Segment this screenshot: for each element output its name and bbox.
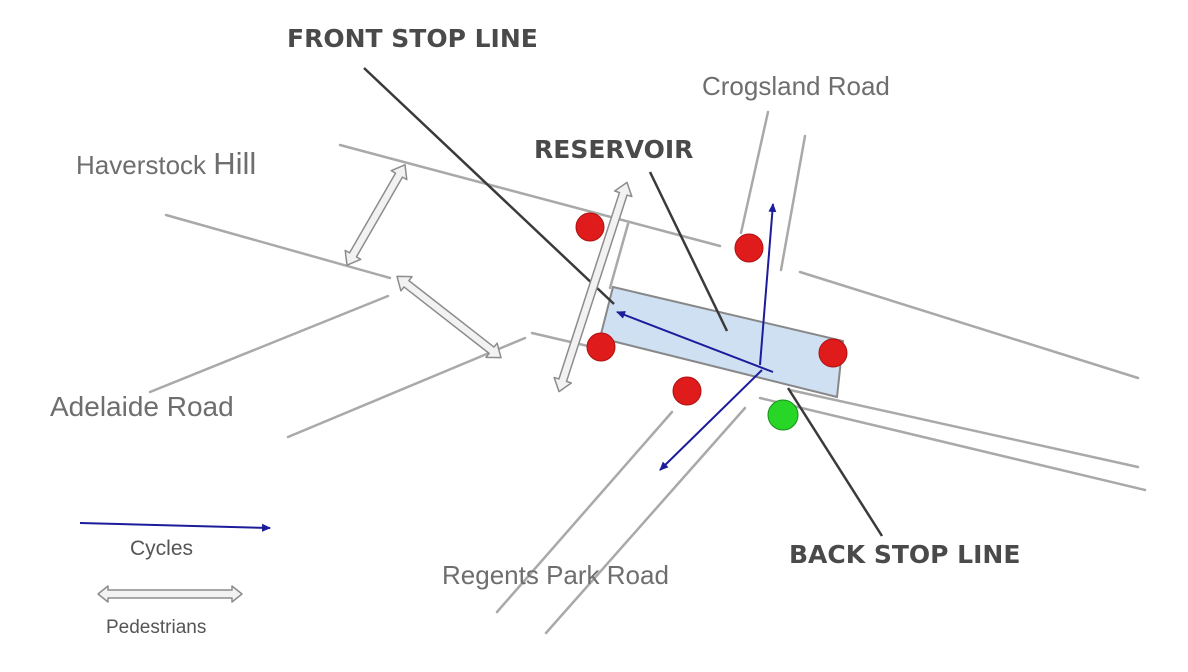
front-stop-line-label: FRONT STOP LINE (287, 24, 538, 53)
east-road-upper-edge (798, 270, 1140, 380)
legend-pedestrian-arrow (97, 585, 243, 603)
back-stop-line-label: BACK STOP LINE (789, 540, 1020, 569)
signal-red-4 (818, 338, 848, 368)
traffic-signals (575, 212, 848, 431)
hill-label-part: Hill (213, 146, 256, 181)
haverstock-hill-label: Haverstock Hill (76, 146, 256, 181)
cycle-arrow-west (616, 311, 774, 373)
haverstock-label-part: Haverstock (76, 150, 213, 180)
legend-pedestrians-label: Pedestrians (106, 617, 206, 638)
east-road-lower-edge (758, 396, 1147, 492)
pedestrian-arrow-reservoir (553, 181, 633, 393)
adelaide-road-lower-edge (286, 336, 527, 439)
signal-red-5 (672, 376, 702, 406)
signal-red-3 (586, 332, 616, 362)
legend-cycle-arrow (79, 522, 271, 532)
cycle-arrows (79, 203, 777, 532)
signal-red-2 (734, 233, 764, 263)
pedestrian-arrow-adelaide (396, 275, 502, 359)
regents-park-road-label: Regents Park Road (442, 560, 669, 590)
crogsland-road-left-edge (739, 110, 770, 235)
haverstock-hill-upper-edge (338, 143, 722, 248)
reservoir-area (598, 285, 845, 399)
reservoir-side-edge (608, 222, 630, 290)
signal-green-1 (767, 399, 799, 431)
crogsland-road-label: Crogsland Road (702, 71, 890, 101)
pedestrian-crossings (97, 164, 633, 603)
adelaide-road-label: Adelaide Road (50, 391, 234, 422)
reservoir-label: RESERVOIR (534, 135, 693, 164)
signal-red-1 (575, 212, 605, 242)
haverstock-hill-lower-edge (164, 213, 392, 280)
cycle-arrow-southwest (659, 369, 763, 471)
leader-lines (363, 67, 884, 537)
regents-park-road-right-edge (544, 406, 747, 635)
east-road-mid-edge (788, 388, 1140, 469)
reservoir-leader (648, 171, 729, 332)
road-edges (148, 110, 1147, 635)
crogsland-road-right-edge (779, 134, 807, 272)
pedestrian-arrow-haverstock (344, 164, 408, 266)
front-stop-line-leader (363, 67, 615, 305)
regents-park-road-left-edge (495, 410, 674, 614)
legend-cycles-label: Cycles (130, 537, 193, 560)
back-stop-line-leader (786, 387, 884, 537)
adelaide-road-upper-edge (148, 294, 390, 394)
cycle-arrow-north (759, 203, 777, 366)
